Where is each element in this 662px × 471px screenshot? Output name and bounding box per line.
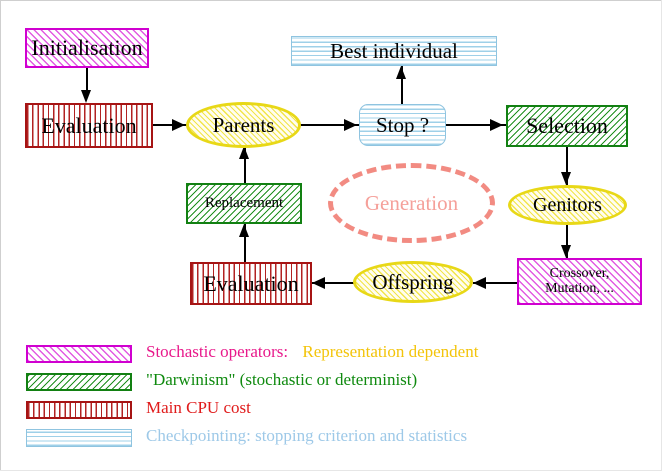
arrowhead-genitors-to-crossover: [561, 245, 571, 258]
legend-label-darwinism: "Darwinism" (stochastic or determinist): [146, 370, 418, 389]
generation-label: Generation: [364, 190, 459, 215]
node-crossover-mutation[interactable]: Crossover, Mutation, ...: [517, 258, 642, 305]
edge-selection-to-genitors: [566, 147, 568, 185]
edge-genitors-to-crossover: [566, 225, 568, 258]
node-initialisation[interactable]: Initialisation: [25, 28, 149, 68]
arrowhead-stop-to-selection: [490, 119, 503, 131]
node-selection-label: Selection: [526, 113, 608, 139]
edge-parents-to-stop: [300, 124, 360, 126]
legend-swatch-blue: [26, 429, 132, 447]
arrowhead-parents-to-stop: [344, 119, 357, 131]
node-evaluation-bottom[interactable]: Evaluation: [190, 262, 312, 305]
node-replacement-label: Replacement: [204, 194, 284, 211]
legend-swatch-red: [26, 401, 132, 419]
node-stop[interactable]: Stop ?: [359, 104, 446, 146]
node-replacement[interactable]: Replacement: [186, 183, 302, 224]
legend-label-checkpointing: Checkpointing: stopping criterion and st…: [146, 426, 468, 445]
node-initialisation-label: Initialisation: [31, 35, 143, 61]
node-evaluation-top[interactable]: Evaluation: [25, 103, 153, 148]
arrowhead-selection-to-genitors: [561, 172, 571, 185]
node-best-individual[interactable]: Best individual: [291, 36, 497, 66]
legend-stochastic-text2: Representation dependent: [302, 342, 479, 361]
edge-evaluation-to-parents: [152, 124, 188, 126]
frame-border-left: [0, 0, 1, 471]
node-stop-label: Stop ?: [375, 112, 430, 137]
legend-label-cpu-cost: Main CPU cost: [146, 398, 251, 417]
arrowhead-replacement-to-parents: [239, 146, 249, 159]
node-crossover-mutation-label: Crossover, Mutation, ...: [545, 265, 614, 296]
node-best-individual-label: Best individual: [330, 38, 458, 63]
node-offspring-label: Offspring: [372, 269, 454, 294]
node-selection[interactable]: Selection: [506, 105, 628, 147]
arrowhead-evaluation-to-replacement: [239, 224, 249, 237]
node-evaluation-top-label: Evaluation: [41, 112, 137, 138]
legend-label-stochastic: Stochastic operators: Representation dep…: [146, 342, 478, 362]
edge-stop-to-selection: [445, 124, 506, 126]
edge-replacement-to-parents: [244, 146, 246, 184]
node-offspring[interactable]: Offspring: [353, 261, 473, 303]
arrowhead-stop-to-best: [396, 66, 406, 79]
edge-crossover-to-offspring: [473, 282, 517, 284]
node-evaluation-bottom-label: Evaluation: [203, 270, 299, 296]
legend-swatch-magenta: [26, 345, 132, 363]
arrowhead-evaluation-to-parents: [172, 119, 185, 131]
edge-initialisation-to-evaluation: [86, 68, 88, 96]
edge-stop-to-best: [401, 66, 403, 108]
legend-swatch-green: [26, 373, 132, 391]
frame-border-top: [0, 0, 662, 1]
edge-evaluation-to-replacement: [244, 224, 246, 264]
arrowhead-crossover-to-offspring: [473, 277, 486, 289]
generation-region: Generation: [328, 163, 495, 243]
arrowhead-offspring-to-evaluation: [312, 277, 325, 289]
node-genitors-label: Genitors: [533, 193, 602, 216]
legend-stochastic-text: Stochastic operators:: [146, 342, 289, 361]
node-genitors[interactable]: Genitors: [508, 185, 627, 225]
arrowhead-initialisation-to-evaluation: [81, 90, 91, 103]
edge-offspring-to-evaluation: [312, 282, 354, 284]
node-parents-label: Parents: [212, 112, 275, 137]
node-parents[interactable]: Parents: [186, 102, 301, 148]
